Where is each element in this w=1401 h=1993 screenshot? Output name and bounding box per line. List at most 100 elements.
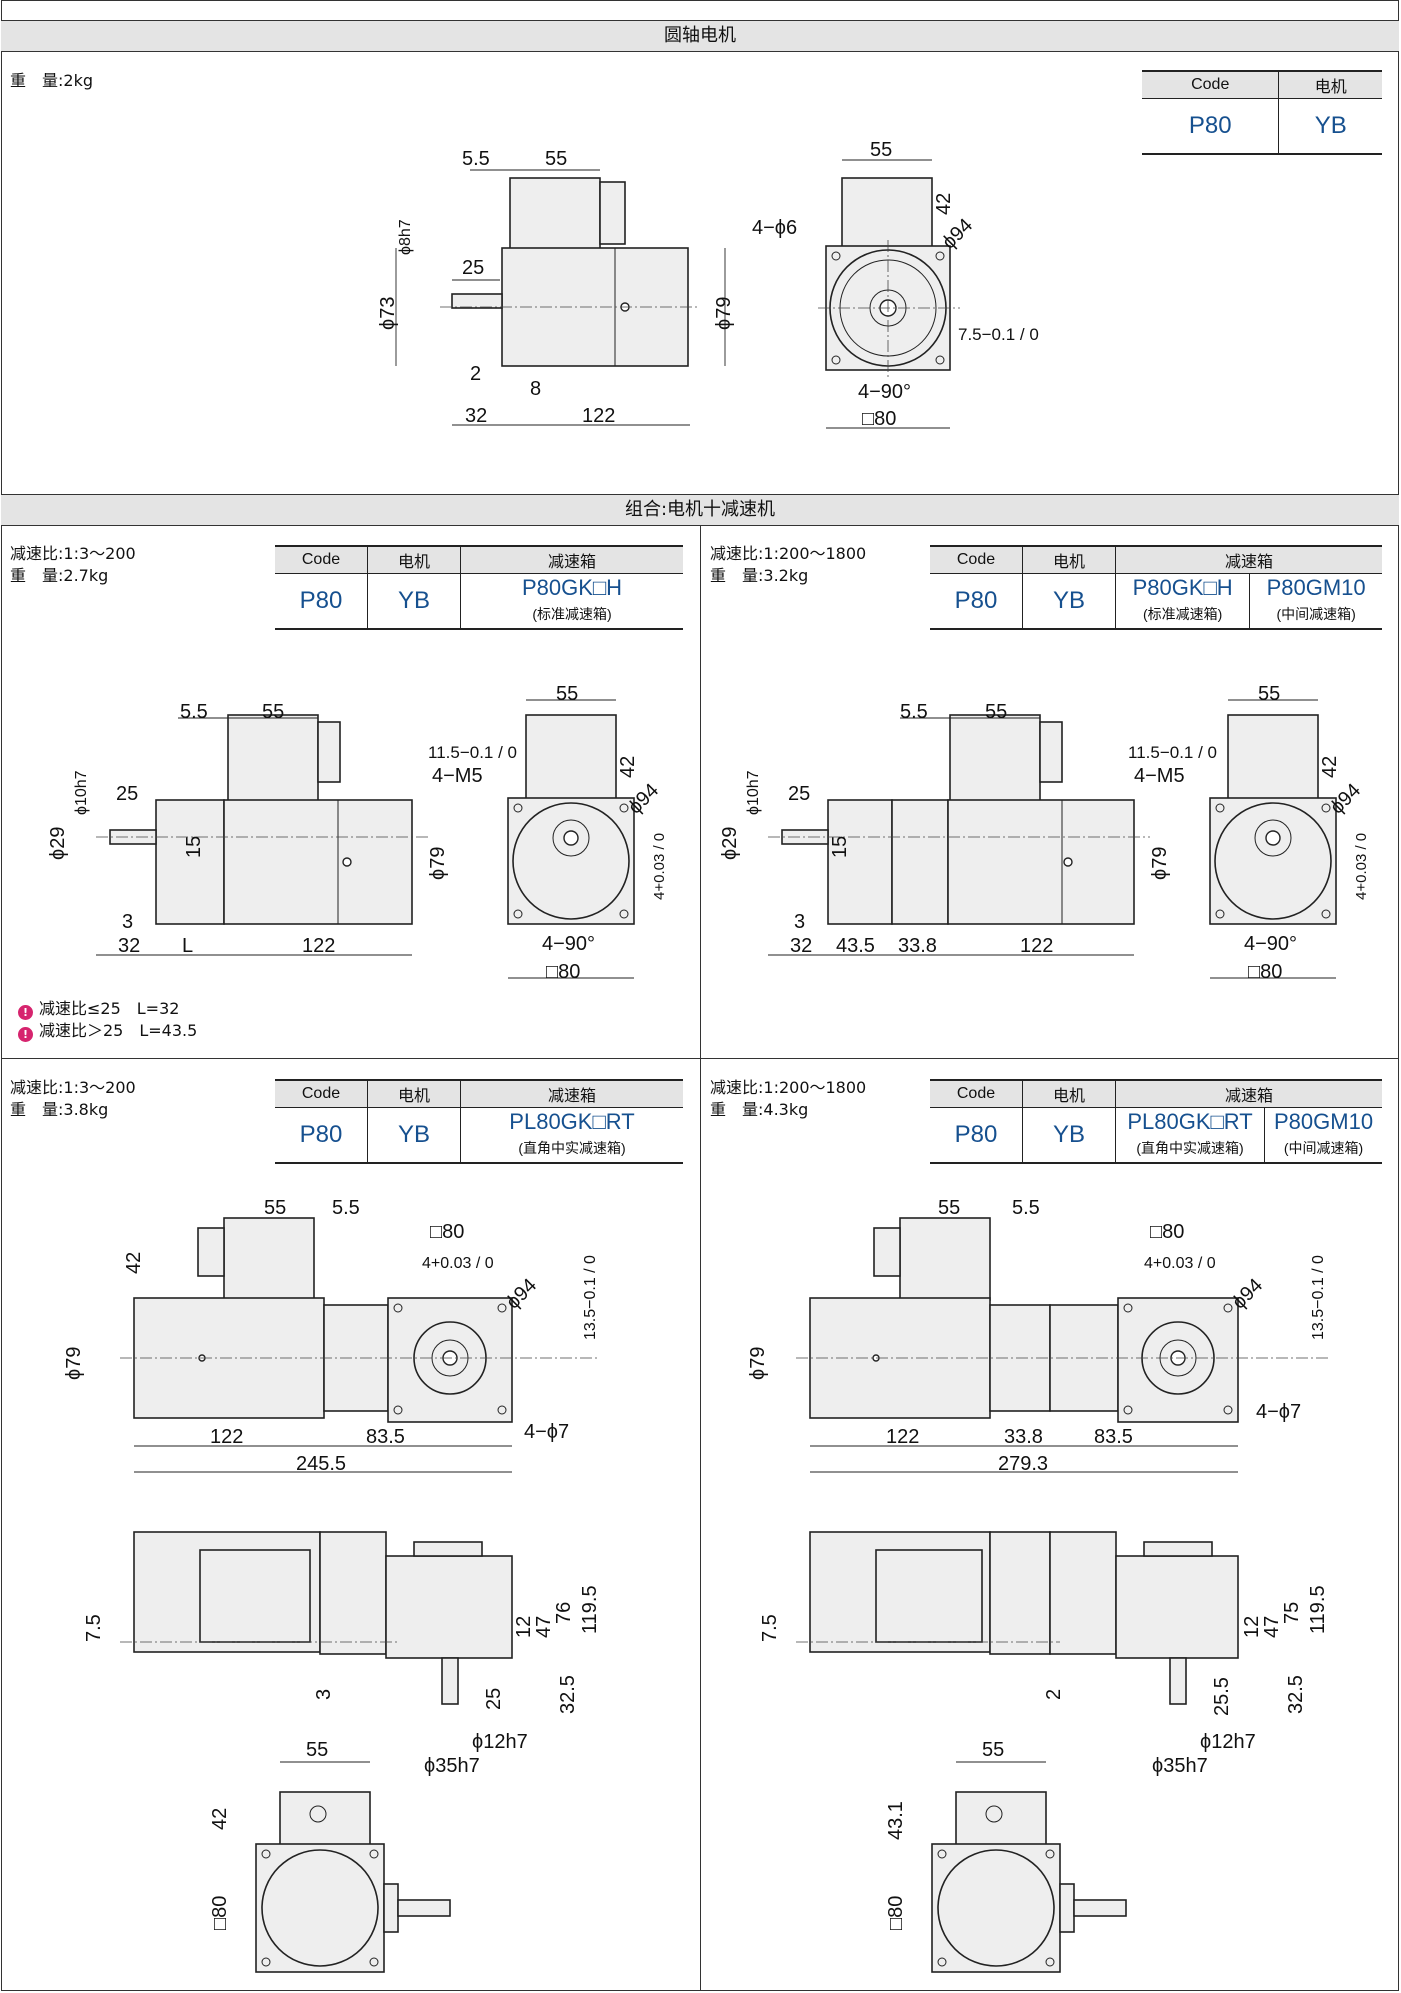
dimension-label: 11.5−0.1 / 0 — [1128, 743, 1217, 762]
dimension-label: 55 — [870, 139, 892, 161]
dimension-label: 25 — [116, 783, 138, 805]
dimension-label: 4−ϕ7 — [524, 1421, 569, 1443]
tl-side-view: 5.5 55 ϕ10h7 25 ϕ29 15 3 32 L 122 ϕ79 — [47, 701, 449, 957]
dimension-label: 122 — [302, 935, 335, 957]
tl-specs: 减速比:1:3～200 重 量:2.7kg — [10, 543, 136, 587]
tr-specs: 减速比:1:200～1800 重 量:3.2kg — [710, 544, 867, 585]
dimension-label: 13.5−0.1 / 0 — [582, 1255, 599, 1340]
dimension-label: ϕ29 — [47, 827, 69, 860]
dimension-label: ϕ35h7 — [424, 1755, 480, 1777]
dimension-label: 25 — [462, 257, 484, 279]
dimension-label: L — [182, 935, 193, 957]
dimension-label: □80 — [430, 1221, 464, 1243]
note-1: !减速比≤25 L=32 — [18, 998, 197, 1020]
tl-front-view: 55 11.5−0.1 / 0 4−M5 42 ϕ94 4+0.03 / 0 4… — [428, 683, 668, 983]
dimension-label: 55 — [545, 148, 567, 170]
dimension-label: □80 — [1248, 961, 1282, 983]
dimension-label: ϕ73 — [377, 297, 399, 330]
dimension-label: 4−M5 — [1134, 765, 1185, 787]
dimension-label: 47 — [533, 1616, 555, 1638]
dimension-label: 245.5 — [296, 1453, 346, 1475]
table-cell: YB — [1022, 1107, 1116, 1164]
dimension-label: 11.5−0.1 / 0 — [428, 743, 517, 762]
dimension-label: 7.5 — [759, 1614, 781, 1642]
dimension-label: □80 — [546, 961, 580, 983]
table-cell: 电机 — [1022, 545, 1116, 574]
dimension-label: □80 — [862, 408, 896, 430]
br-side-view: 7.5 12 47 75 119.5 2 25.5 32.5 ϕ12h7 ϕ35… — [759, 1531, 1329, 1777]
dimension-label: 8 — [530, 378, 541, 400]
dimension-label: □80 — [1150, 1221, 1184, 1243]
table-cell: PL80GK□RT(直角中实减速箱) — [1114, 1107, 1265, 1164]
dimension-label: 4−M5 — [432, 765, 483, 787]
dimension-label: 2 — [1043, 1689, 1065, 1700]
table-cell: 减速箱 — [1115, 1079, 1382, 1108]
dimension-label: 2 — [470, 363, 481, 385]
dimension-label: 42 — [123, 1252, 145, 1274]
dimension-label: 122 — [210, 1426, 243, 1448]
table-cell: 减速箱 — [1115, 545, 1382, 574]
dimension-label: 119.5 — [579, 1585, 601, 1634]
dimension-label: 47 — [1261, 1616, 1283, 1638]
td-code: P80 — [1142, 98, 1279, 155]
dimension-label: ϕ29 — [719, 827, 741, 860]
table-cell: PL80GK□RT(直角中实减速箱) — [460, 1107, 683, 1164]
dimension-label: 55 — [306, 1739, 328, 1761]
table-cell: P80GM10(中间减速箱) — [1264, 1107, 1382, 1164]
dimension-label: 4−ϕ6 — [752, 217, 797, 239]
row-divider — [1, 1058, 1399, 1059]
dimension-label: 25 — [788, 783, 810, 805]
dimension-label: 5.5 — [332, 1197, 360, 1219]
warn-icon: ! — [18, 1027, 33, 1042]
dimension-label: 4−90° — [858, 381, 911, 403]
dimension-label: ϕ79 — [1149, 847, 1171, 880]
dimension-label: 15 — [183, 836, 205, 858]
table-cell: P80GK□H(标准减速箱) — [460, 573, 683, 630]
dimension-label: 5.5 — [900, 701, 928, 723]
dimension-label: 43.1 — [885, 1801, 907, 1840]
dimension-label: 13.5−0.1 / 0 — [1310, 1255, 1327, 1340]
dimension-label: 75 — [1281, 1602, 1303, 1624]
table-cell: 电机 — [1022, 1079, 1116, 1108]
th-code: Code — [1142, 70, 1279, 99]
dimension-label: 55 — [985, 701, 1007, 723]
tl-ratio: 减速比:1:3～200 — [10, 544, 136, 563]
bl-specs: 减速比:1:3～200 重 量:3.8kg — [10, 1078, 136, 1119]
dimension-label: 4−90° — [1244, 933, 1297, 955]
dimension-label: ϕ79 — [713, 297, 735, 330]
dimension-label: 3 — [122, 911, 133, 933]
dimension-label: ϕ35h7 — [1152, 1755, 1208, 1777]
dimension-label: 15 — [829, 836, 851, 858]
dimension-label: 83.5 — [1094, 1426, 1133, 1448]
dimension-label: 119.5 — [1307, 1585, 1329, 1634]
table-cell: P80 — [275, 573, 368, 630]
dimension-label: □80 — [209, 1896, 231, 1930]
dimension-label: 55 — [556, 683, 578, 705]
table-cell: Code — [930, 545, 1023, 574]
dimension-label: 122 — [582, 405, 615, 427]
dimension-label: 25.5 — [1211, 1677, 1233, 1716]
dimension-label: 42 — [209, 1808, 231, 1830]
tr-front-view: 55 11.5−0.1 / 0 4−M5 42 ϕ94 4+0.03 / 0 4… — [1128, 683, 1370, 983]
dimension-label: 43.5 — [836, 935, 875, 957]
table-cell: 减速箱 — [460, 1079, 683, 1108]
br-top-view: 55 5.5 ϕ79 122 33.8 83.5 279.3 □80 4+0.0… — [747, 1197, 1330, 1475]
dimension-label: 3 — [794, 911, 805, 933]
motor-side-view: 5.5 55 ϕ8h7 25 ϕ73 ϕ79 2 8 32 122 — [377, 148, 735, 427]
table-cell: 减速箱 — [460, 545, 683, 574]
dimension-label: 5.5 — [180, 701, 208, 723]
dimension-label: 33.8 — [1004, 1426, 1043, 1448]
dimension-label: 4−ϕ7 — [1256, 1401, 1301, 1423]
dimension-label: ϕ79 — [427, 847, 449, 880]
dimension-label: 32.5 — [1285, 1675, 1307, 1714]
section-header-motor: 圆轴电机 — [1, 20, 1399, 52]
dimension-label: 122 — [1020, 935, 1053, 957]
section-header-combo: 组合:电机十减速机 — [1, 494, 1399, 526]
dimension-label: ϕ10h7 — [73, 770, 90, 815]
dimension-label: 55 — [1258, 683, 1280, 705]
motor-weight: 重 量:2kg — [10, 71, 93, 90]
dimension-label: ϕ79 — [63, 1347, 85, 1380]
